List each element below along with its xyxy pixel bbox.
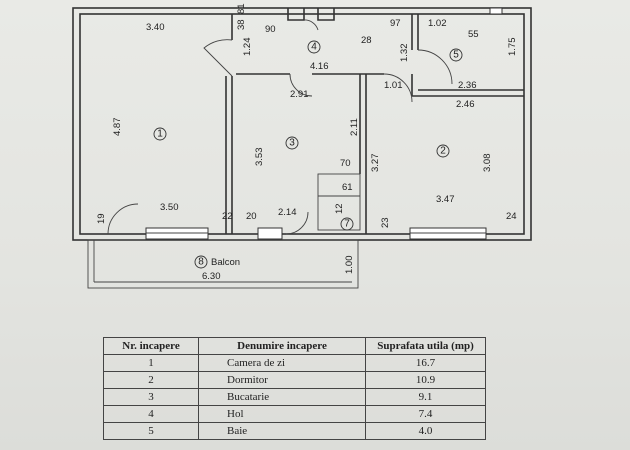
door-entrance (303, 19, 319, 31)
room-number-1: 1 (153, 127, 167, 141)
room-number-2: 2 (436, 144, 450, 158)
balcony-outline (87, 239, 359, 289)
dim-room2-23: 23 (380, 217, 391, 228)
dim-room7-61: 61 (342, 182, 353, 193)
dim-room3-20: 20 (246, 211, 257, 222)
table-row: 5 Baie 4.0 (103, 422, 486, 440)
door-kitchen-balcony (285, 211, 309, 235)
header-area: Suprafata utila (mp) (365, 337, 486, 355)
dim-room1-height: 4.87 (112, 118, 123, 137)
dim-hall-28: 28 (361, 35, 372, 46)
window-room2 (409, 227, 487, 240)
cell-area: 7.4 (365, 405, 486, 423)
table-row: 4 Hol 7.4 (103, 405, 486, 423)
dim-door-101: 1.01 (384, 80, 403, 91)
inner-wall-outline (79, 13, 525, 235)
cell-room-number: 1 (103, 354, 199, 372)
dim-room3-211: 2.11 (349, 118, 360, 136)
dim-room1-width-bottom: 3.50 (160, 202, 179, 213)
outer-wall (72, 7, 532, 241)
cell-area: 9.1 (365, 388, 486, 406)
dim-room3-291: 2.91 (290, 89, 309, 100)
dim-hall-38: 38 (236, 19, 247, 30)
floor-plan: 1 2 3 4 5 7 8 Balcon 6.30 1.00 3.40 4.87… (72, 3, 532, 289)
svg-text:8: 8 (198, 257, 204, 268)
balcony-depth: 1.00 (344, 256, 355, 275)
dim-room1-22: 22 (222, 211, 233, 222)
balcony-width: 6.30 (202, 271, 221, 282)
dim-room2-246: 2.46 (456, 99, 475, 110)
dim-hall-132: 1.32 (399, 44, 410, 63)
svg-text:2: 2 (440, 146, 446, 157)
door-room5 (417, 49, 453, 85)
door-room3 (289, 73, 313, 97)
svg-text:3: 3 (289, 138, 295, 149)
room-number-7: 7 (340, 217, 354, 231)
window-room5 (489, 7, 503, 15)
cell-room-number: 4 (103, 405, 199, 423)
dim-room1-width-top: 3.40 (146, 22, 165, 33)
room7-outline (317, 173, 361, 231)
svg-text:1: 1 (157, 129, 163, 140)
dim-room5-236: 2.36 (458, 80, 477, 91)
svg-text:7: 7 (344, 219, 350, 230)
dim-room1-19: 19 (96, 213, 107, 224)
room-number-8: 8 (194, 255, 208, 269)
dim-hall-length: 4.16 (310, 61, 329, 72)
dim-room5-102: 1.02 (428, 18, 447, 29)
room-number-3: 3 (285, 136, 299, 150)
door-room2 (383, 73, 413, 103)
room-area-table: Nr. incapere Denumire incapere Suprafata… (103, 337, 486, 440)
svg-text:5: 5 (453, 50, 459, 61)
dim-hall-97: 97 (390, 18, 401, 29)
dim-room3-214: 2.14 (278, 207, 297, 218)
door-room1 (203, 39, 233, 77)
cell-area: 4.0 (365, 422, 486, 440)
dim-room2-308: 3.08 (482, 154, 493, 173)
dim-room7-70: 70 (340, 158, 351, 169)
svg-text:4: 4 (311, 42, 317, 53)
window-room3 (257, 227, 283, 240)
entrance-notch-2 (317, 8, 335, 21)
door-balcony (107, 203, 139, 235)
cell-room-name: Camera de zi (198, 354, 366, 372)
entrance-notch (287, 8, 305, 21)
dim-hall-81: 81 (236, 3, 247, 14)
dim-room2-24: 24 (506, 211, 517, 222)
header-room-name: Denumire incapere (198, 337, 366, 355)
dim-hall-90: 90 (265, 24, 276, 35)
cell-room-name: Hol (198, 405, 366, 423)
table-row: 2 Dormitor 10.9 (103, 371, 486, 389)
cell-room-number: 3 (103, 388, 199, 406)
cell-room-number: 5 (103, 422, 199, 440)
room-number-5: 5 (449, 48, 463, 62)
dim-room2-347: 3.47 (436, 194, 455, 205)
header-room-number: Nr. incapere (103, 337, 199, 355)
balcony-label: Balcon (211, 257, 240, 268)
table-header-row: Nr. incapere Denumire incapere Suprafata… (103, 337, 486, 355)
table-row: 1 Camera de zi 16.7 (103, 354, 486, 372)
dim-room2-327: 3.27 (370, 154, 381, 173)
cell-room-name: Dormitor (198, 371, 366, 389)
dim-room5-55: 55 (468, 29, 479, 40)
room-number-4: 4 (307, 40, 321, 54)
dim-room5-175: 1.75 (507, 38, 518, 57)
cell-room-number: 2 (103, 371, 199, 389)
cell-area: 16.7 (365, 354, 486, 372)
dim-hall-124: 1.24 (242, 38, 253, 57)
dim-room7-12: 12 (334, 203, 345, 214)
cell-area: 10.9 (365, 371, 486, 389)
table-row: 3 Bucatarie 9.1 (103, 388, 486, 406)
window-room1 (145, 227, 209, 240)
cell-room-name: Bucatarie (198, 388, 366, 406)
cell-room-name: Baie (198, 422, 366, 440)
dim-room3-353: 3.53 (254, 148, 265, 167)
